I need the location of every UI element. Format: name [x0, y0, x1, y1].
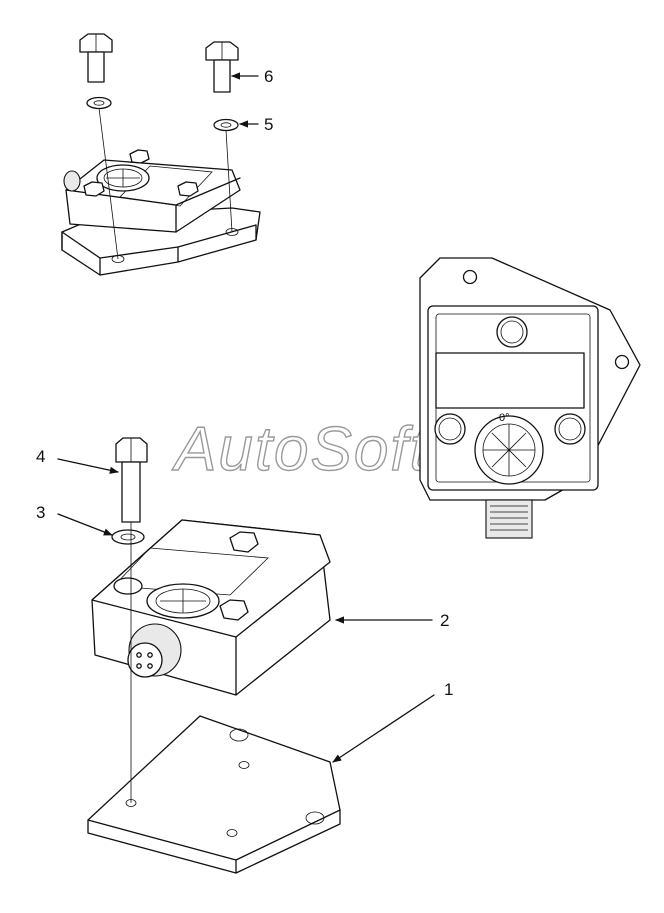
callout-5: 5 [264, 115, 273, 134]
right-bolt-right [554, 413, 586, 445]
top-body-bolt [177, 181, 199, 197]
top-connector [63, 170, 81, 192]
callout-3: 3 [36, 503, 45, 522]
leader-1 [332, 694, 435, 763]
watermark-text: AutoSoft [171, 415, 430, 484]
washer-5b [213, 118, 239, 132]
callout-4: 4 [36, 447, 45, 466]
bolt-6a [79, 33, 113, 83]
leader-4 [57, 458, 119, 474]
right-label-plate [435, 352, 585, 409]
main-body-bolt [219, 599, 249, 621]
main-body-bolt [229, 531, 259, 553]
main-body-hole [113, 577, 143, 595]
leader-3 [57, 513, 113, 536]
main-base-plate [87, 715, 341, 861]
dial-zero-mark: 0° [499, 412, 510, 424]
right-bolt-top [496, 316, 528, 348]
callout-2: 2 [440, 611, 449, 630]
top-body-bolt [83, 181, 105, 197]
right-top-view: 0° [419, 257, 641, 539]
bolt-4 [115, 437, 148, 523]
top-assembly-view [61, 33, 261, 276]
right-bolt-left [434, 413, 466, 445]
washer-5a [86, 96, 112, 110]
callout-1: 1 [444, 680, 453, 699]
top-body-bolt [129, 149, 150, 164]
bolt-6b [205, 41, 239, 93]
washer-3 [111, 529, 145, 545]
callout-6: 6 [264, 67, 273, 86]
main-assembly-view [87, 437, 341, 874]
